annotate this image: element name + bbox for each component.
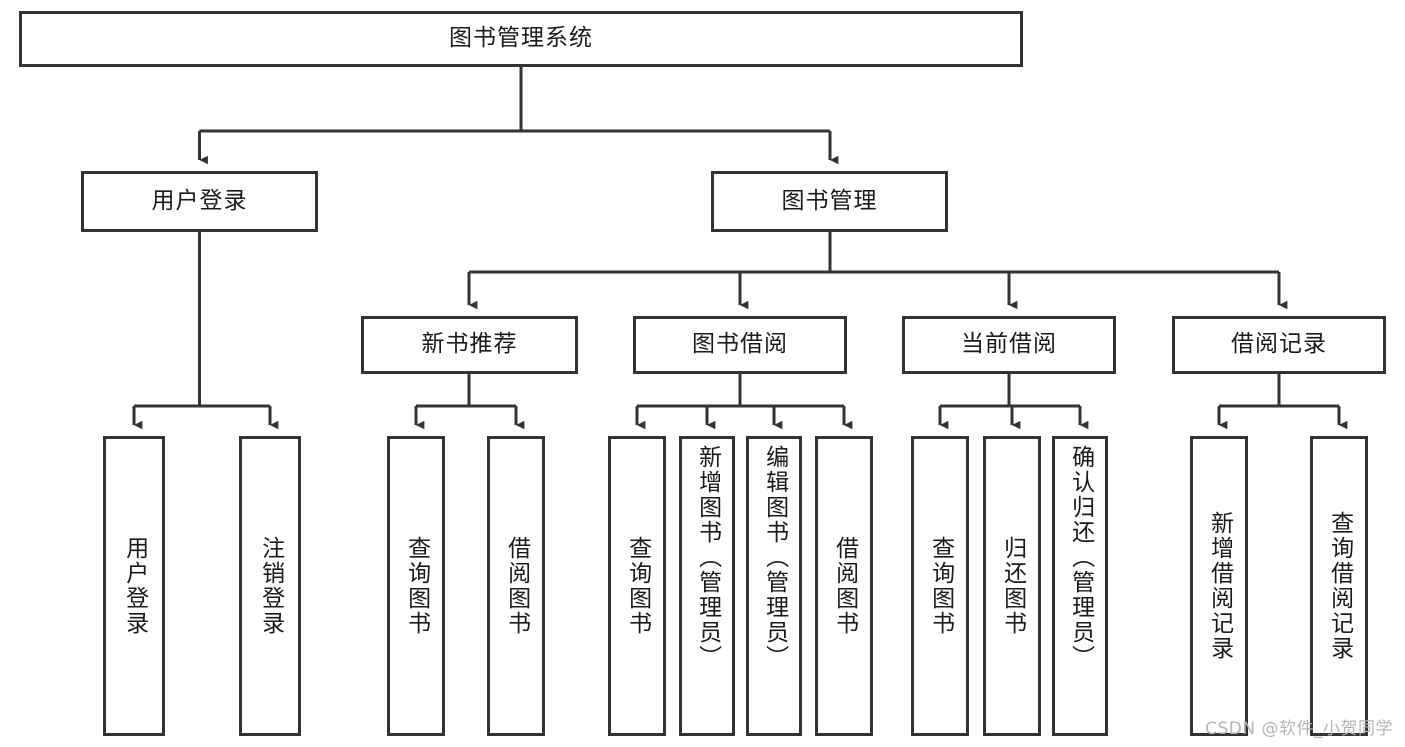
node-leaf-query-book-2[interactable]: 查询图书 [608,436,666,736]
node-current-borrow[interactable]: 当前借阅 [902,316,1116,374]
node-leaf-add-book[interactable]: 新增图书（管理员） [679,436,735,736]
csdn-watermark: CSDN @软件_小贺同学 [1205,719,1393,739]
node-leaf-user-logout[interactable]: 注销登录 [239,436,301,736]
node-leaf-borrow-book-2[interactable]: 借阅图书 [815,436,873,736]
node-leaf-return-book[interactable]: 归还图书 [983,436,1041,736]
node-book-borrow[interactable]: 图书借阅 [633,316,847,374]
node-book-manage[interactable]: 图书管理 [711,171,948,232]
node-leaf-confirm-return[interactable]: 确认归还（管理员） [1052,436,1108,736]
node-root[interactable]: 图书管理系统 [19,11,1023,67]
node-leaf-query-book-1[interactable]: 查询图书 [387,436,445,736]
node-leaf-add-record[interactable]: 新增借阅记录 [1190,436,1248,736]
node-user-login[interactable]: 用户登录 [81,171,318,232]
node-new-book-recommend[interactable]: 新书推荐 [361,316,578,374]
node-leaf-user-login[interactable]: 用户登录 [103,436,165,736]
node-leaf-edit-book[interactable]: 编辑图书（管理员） [746,436,802,736]
node-leaf-borrow-book-1[interactable]: 借阅图书 [487,436,545,736]
node-borrow-record[interactable]: 借阅记录 [1172,316,1386,374]
node-leaf-query-book-3[interactable]: 查询图书 [911,436,969,736]
node-leaf-query-record[interactable]: 查询借阅记录 [1310,436,1368,736]
